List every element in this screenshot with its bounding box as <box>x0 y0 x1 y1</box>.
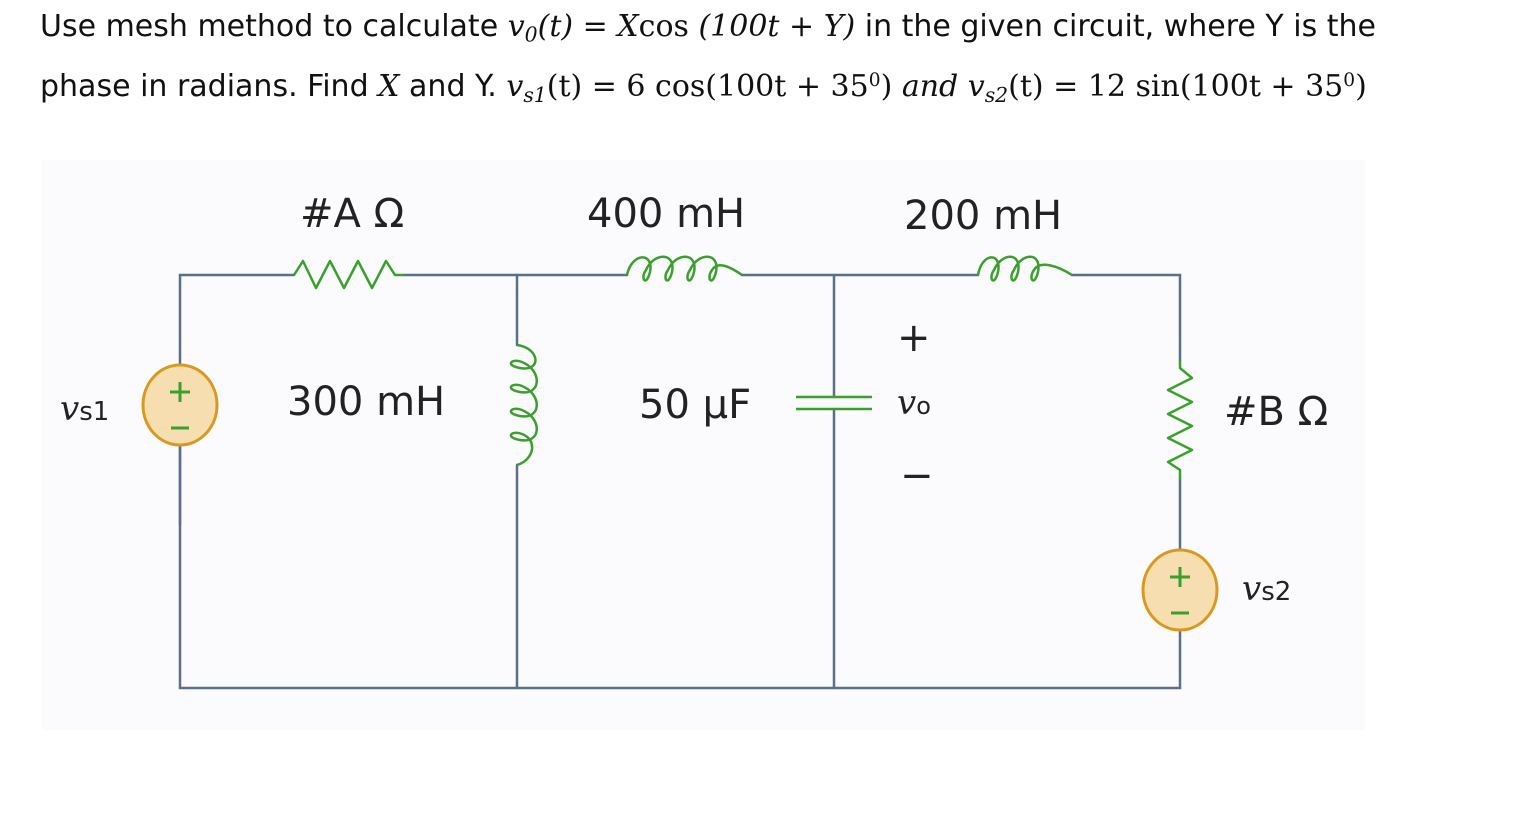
vo-expression: (t) = X <box>537 9 639 44</box>
vs1-sub: s1 <box>79 397 110 427</box>
vs2-var: v <box>1242 569 1262 609</box>
vs1-close: ) <box>880 68 893 104</box>
source-vs1 <box>141 363 219 447</box>
vo-symbol: v <box>507 9 525 44</box>
question-text: Use mesh method to calculate v0(t) = Xco… <box>40 4 1500 118</box>
question-text-segment: phase in radians. Find <box>40 68 379 104</box>
source-vs1-label: vs1 <box>60 392 109 426</box>
vs1-degree: 0 <box>868 69 881 91</box>
question-line-2: phase in radians. Find X and Y. vs1(t) =… <box>40 58 1500 118</box>
inductor-400mh-label: 400 mH <box>587 191 746 237</box>
wire-top-right <box>1070 273 1182 362</box>
inductor-300mh-symbol <box>509 343 538 467</box>
resistor-b-label: #B Ω <box>1224 389 1329 435</box>
vs1-symbol: v <box>506 68 524 104</box>
vs2-sub: s2 <box>1261 577 1292 607</box>
and-word: and <box>892 68 968 104</box>
vo-plus-sign: + <box>897 315 931 361</box>
vs1-subscript: s1 <box>523 82 547 107</box>
resistor-a-symbol <box>292 259 404 290</box>
vo-label: vo <box>897 386 931 420</box>
vo-sub: o <box>916 392 931 420</box>
vs1-var: v <box>60 389 80 429</box>
source-vs2 <box>1141 548 1219 632</box>
question-text-segment: Use mesh method to calculate <box>40 9 508 44</box>
vs2-degree: 0 <box>1343 69 1356 91</box>
vs2-symbol: v <box>967 68 985 104</box>
capacitor-label: 50 μF <box>639 382 752 428</box>
source-vs2-label: vs2 <box>1242 572 1291 606</box>
question-line-1: Use mesh method to calculate v0(t) = Xco… <box>40 4 1500 58</box>
vo-argument: (100t + Y) <box>688 9 856 44</box>
question-text-segment: and Y. <box>399 68 507 104</box>
wires <box>178 273 1182 690</box>
circuit-diagram <box>141 255 1219 690</box>
vs1-expression: (t) = 6 cos(100t + 35 <box>546 68 869 104</box>
wire-bottom <box>178 423 1182 690</box>
vs2-close: ) <box>1355 68 1367 104</box>
inductor-300mh-label: 300 mH <box>287 379 446 425</box>
x-symbol: X <box>378 68 400 104</box>
inductor-200mh-label: 200 mH <box>904 193 1063 239</box>
vo-minus-sign: − <box>900 453 934 499</box>
vs2-subscript: s2 <box>984 82 1009 107</box>
question-text-segment: in the given circuit, where Y is the <box>855 9 1376 44</box>
resistor-b-symbol <box>1166 360 1194 480</box>
vo-var: v <box>897 383 917 423</box>
vo-subscript: 0 <box>524 22 538 47</box>
inductor-200mh-symbol <box>976 255 1073 282</box>
inductor-400mh-symbol <box>625 255 743 282</box>
resistor-a-label: #A Ω <box>300 191 405 237</box>
cos-function: cos <box>638 9 689 44</box>
vs2-expression: (t) = 12 sin(100t + 35 <box>1008 68 1344 104</box>
circuit-figure: #A Ω 400 mH 200 mH 300 mH 50 μF + vo − #… <box>42 160 1365 730</box>
